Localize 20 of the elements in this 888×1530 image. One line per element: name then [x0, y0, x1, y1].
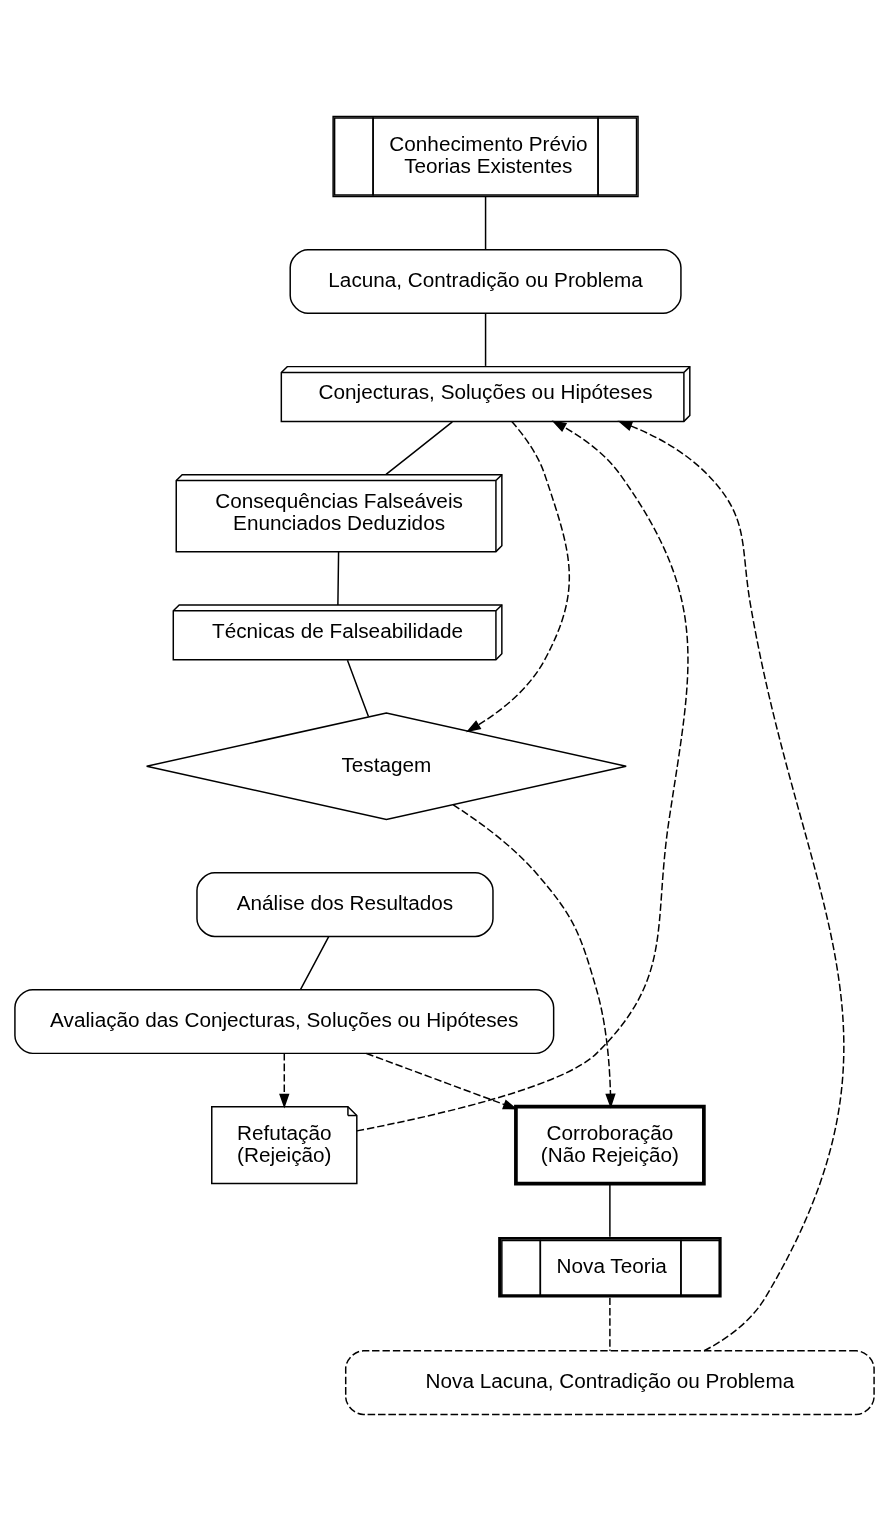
node-box: Avaliação das Conjecturas, Soluções ou Hipóteses [13, 988, 554, 1054]
arrow [452, 803, 616, 1108]
node-box: Nova Lacuna, Contradição ou Problema [344, 1349, 875, 1415]
arrow [355, 419, 689, 1132]
arrow [278, 1052, 289, 1109]
connector [346, 659, 369, 717]
node-box: Análise dos Resultados [195, 871, 494, 937]
connector [384, 420, 453, 475]
connector [608, 1296, 611, 1351]
node-box: Corroboração (Não Rejeição) [513, 1104, 706, 1185]
connector [336, 550, 339, 606]
arrow [617, 420, 844, 1351]
node-diamond: Testagem [145, 711, 627, 820]
connector [484, 312, 486, 367]
arrow [365, 1052, 518, 1109]
arrow [465, 420, 570, 732]
connector [299, 935, 329, 990]
connector [608, 1182, 611, 1237]
connector [484, 195, 486, 250]
node-box: Lacuna, Contradição ou Problema [288, 248, 682, 314]
